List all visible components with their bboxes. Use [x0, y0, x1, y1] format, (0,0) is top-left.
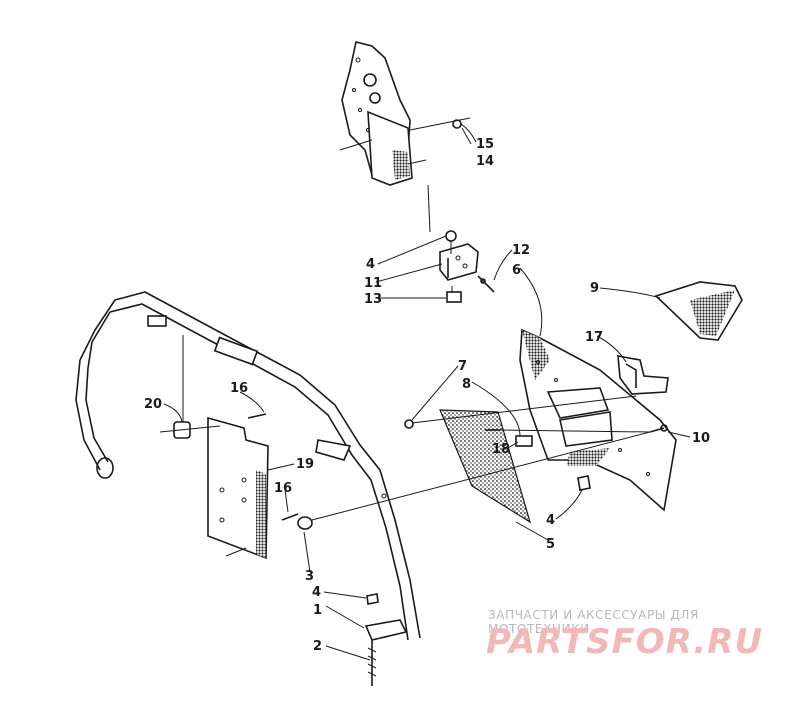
- nut-4-right: [577, 475, 591, 491]
- watermark-logo: PARTSFOR.RU: [486, 622, 764, 662]
- callout-1: 1: [313, 603, 322, 618]
- wedge-block-9: [654, 281, 743, 341]
- callout-18: 18: [492, 442, 510, 457]
- bracket-17: [617, 355, 669, 395]
- assembly-lines: [182, 335, 651, 521]
- bolt-15: [452, 119, 477, 143]
- stud-16-upper: [247, 413, 267, 419]
- callout-19: 19: [296, 457, 314, 472]
- nut-4-lower: [366, 593, 379, 605]
- mesh-panel-5: [439, 409, 532, 524]
- bracket-11: [439, 241, 479, 281]
- mounting-plate-14: [339, 41, 471, 233]
- callout-15: 15: [476, 137, 494, 152]
- side-panel-6: [519, 328, 677, 512]
- callout-20: 20: [144, 397, 162, 412]
- callout-4-lower: 4: [312, 585, 321, 600]
- nut-4-upper: [445, 230, 457, 242]
- callout-16-upper: 16: [230, 381, 248, 396]
- bolt-12: [477, 275, 495, 293]
- callout-4-right: 4: [546, 513, 555, 528]
- callout-3: 3: [305, 569, 314, 584]
- callout-8: 8: [462, 377, 471, 392]
- callout-7: 7: [458, 359, 467, 374]
- callout-9: 9: [590, 281, 599, 296]
- callout-4-upper: 4: [366, 257, 375, 272]
- callout-labels: 1 2 3 4 4 4 5 6 7 8 9 10 11 12 13 14 15 …: [144, 137, 710, 654]
- nut-3: [297, 516, 313, 530]
- callout-12: 12: [512, 243, 530, 258]
- clip-13: [446, 286, 462, 303]
- callout-17: 17: [585, 330, 603, 345]
- callout-2: 2: [313, 639, 322, 654]
- bolt-2: [367, 640, 377, 686]
- watermark-caption: ЗАПЧАСТИ И АКСЕССУАРЫ ДЛЯ МОТОТЕХНИКИ: [488, 608, 699, 636]
- callout-13: 13: [364, 292, 382, 307]
- callout-6: 6: [512, 263, 521, 278]
- spacer-18: [515, 435, 533, 447]
- foot-bracket-1: [364, 619, 408, 641]
- callout-11: 11: [364, 276, 382, 291]
- bolt-7: [404, 419, 414, 429]
- leader-lines: [163, 127, 691, 661]
- callout-5: 5: [546, 537, 555, 552]
- callout-14: 14: [476, 154, 494, 169]
- stud-16-lower: [281, 513, 299, 521]
- callout-16-lower: 16: [274, 481, 292, 496]
- bumper-tube: [75, 291, 421, 641]
- callout-10: 10: [692, 431, 710, 446]
- mount-plate-19: [207, 416, 269, 560]
- bolt-10: [649, 424, 668, 433]
